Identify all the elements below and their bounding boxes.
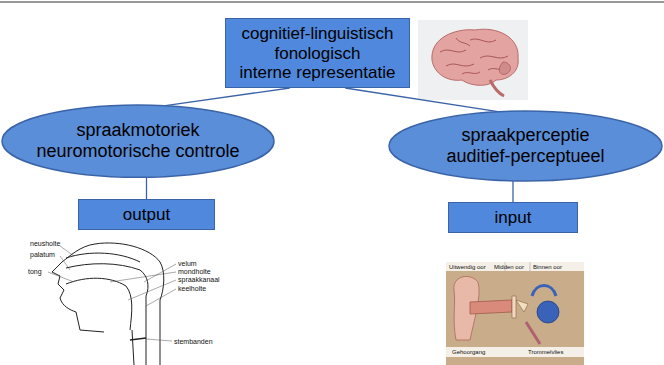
connector-line: [165, 88, 289, 106]
ellipse-node: spraakmotoriekneuromotorische controle: [1, 104, 275, 178]
vocal-folds: [130, 338, 146, 340]
part-label: Binnen oor: [533, 264, 562, 270]
text-group: input: [495, 208, 532, 228]
caption-strip: [446, 347, 584, 357]
brain-stem: [490, 80, 504, 96]
part-label: Gehoorgang: [452, 349, 485, 355]
ear-canal: [470, 300, 512, 314]
node-text: cognitief-linguistisch: [240, 24, 396, 44]
part-label: stembanden: [174, 338, 213, 345]
part-label: Midden oor: [494, 264, 524, 270]
node-text: input: [495, 208, 532, 228]
text-group: output: [123, 205, 170, 225]
head-section: [48, 243, 176, 365]
part-label: Trommelvlies: [528, 349, 563, 355]
head-outline: [95, 243, 164, 365]
brain-picture: [418, 20, 528, 100]
ellipse-node: spraakperceptieauditief-perceptueel: [388, 110, 663, 182]
connector-line: [512, 181, 513, 202]
cochlea: [537, 301, 559, 323]
node-text: fonologisch: [240, 43, 396, 63]
tongue-shape: [66, 278, 132, 330]
throat: [132, 296, 146, 365]
brain-shape: [432, 29, 518, 85]
connector-line: [345, 88, 498, 112]
part-label: keelholte: [178, 285, 206, 292]
nasal-cavity: [66, 253, 140, 262]
node-text: auditief-perceptueel: [446, 146, 604, 167]
brain-folds: [440, 38, 508, 74]
semicircular-canal: [532, 286, 556, 297]
eardrum: [512, 296, 516, 318]
process-box: input: [448, 202, 578, 233]
cerebellum: [499, 62, 510, 74]
ellipse-shape: [2, 105, 274, 177]
ellipse-shape: [389, 111, 662, 181]
text-group: spraakmotoriekneuromotorische controle: [36, 120, 239, 161]
eustachian-tube: [526, 322, 540, 344]
part-label: velum: [178, 260, 197, 267]
node-text: neuromotorische controle: [36, 141, 239, 162]
node-text: spraakmotoriek: [36, 120, 239, 141]
part-label: spraakkanaal: [178, 276, 220, 283]
part-label: palatum: [30, 251, 55, 258]
text-group: spraakperceptieauditief-perceptueel: [446, 125, 604, 166]
part-label: mondholte: [178, 268, 211, 275]
node-text: output: [123, 205, 170, 225]
picture-ground: [418, 20, 528, 100]
ear-picture: [446, 262, 584, 365]
part-label: tong: [28, 268, 42, 275]
process-box: output: [78, 199, 215, 230]
caption-strip: [446, 262, 584, 271]
ossicles: [516, 300, 528, 312]
connector-line: [146, 177, 147, 199]
text-group: cognitief-linguistischfonologischinterne…: [240, 24, 396, 83]
node-text: spraakperceptie: [446, 125, 604, 146]
process-box: cognitief-linguistischfonologischinterne…: [225, 18, 410, 88]
leader-lines: [48, 246, 176, 341]
part-label: neusholte: [30, 240, 60, 247]
face-profile: [52, 244, 104, 332]
picture-ground: [446, 262, 584, 365]
part-label: Uitwendig oor: [449, 264, 486, 270]
node-text: interne representatie: [240, 63, 396, 83]
grid-line: [530, 262, 531, 271]
top-rule: [0, 2, 664, 3]
